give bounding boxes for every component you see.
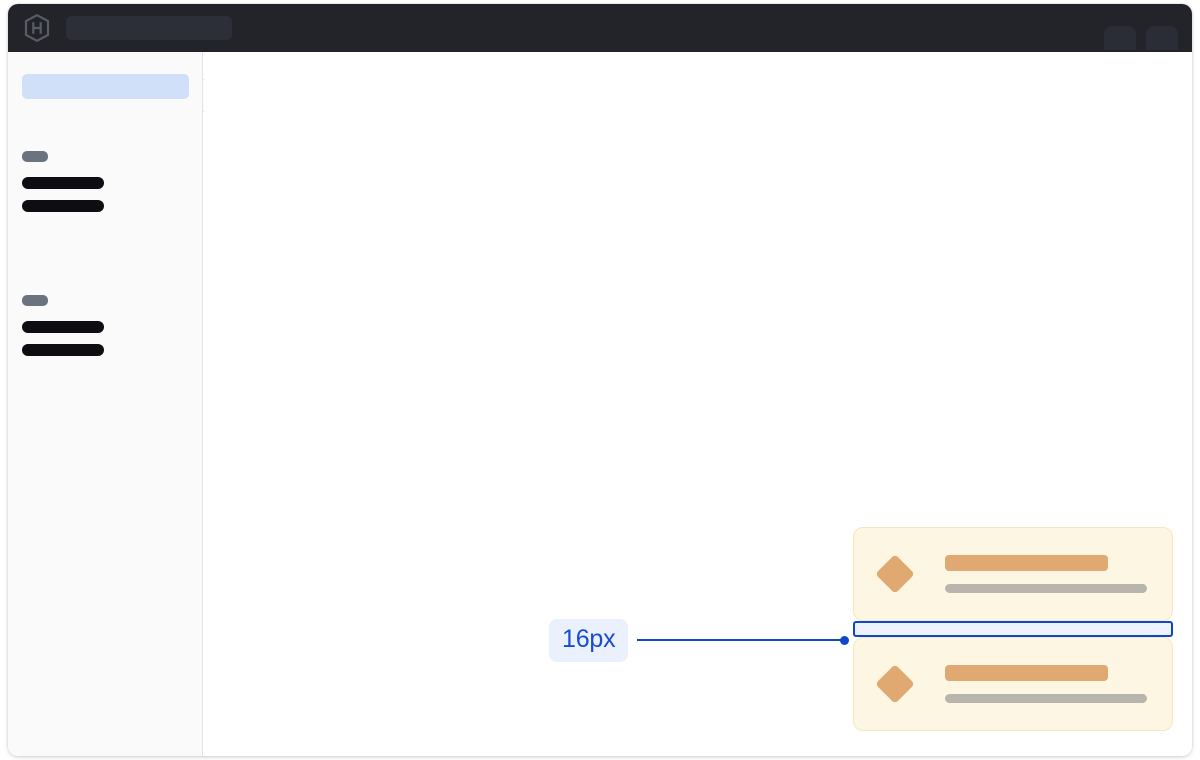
measurement-annotation: 16px: [549, 618, 850, 662]
card-text-block: [945, 665, 1150, 703]
top-action-placeholder-2-icon[interactable]: [1146, 26, 1178, 50]
card-primary-label: [945, 555, 1108, 571]
list-item[interactable]: [853, 527, 1173, 621]
card-stack: [853, 527, 1173, 731]
card-primary-label: [945, 665, 1108, 681]
topbar-actions: [1104, 4, 1178, 52]
spacing-gap-highlight: [853, 621, 1173, 637]
list-item[interactable]: [853, 637, 1173, 731]
measurement-endpoint-dot: [840, 635, 850, 645]
sidebar-search-input[interactable]: [22, 74, 189, 99]
sidebar-group-1-label: [22, 151, 48, 162]
sidebar-group-1: [22, 151, 104, 212]
card-secondary-label: [945, 694, 1147, 703]
body-area: 16px: [8, 52, 1192, 756]
top-bar: [8, 4, 1192, 52]
top-action-placeholder-1-icon[interactable]: [1104, 26, 1136, 50]
measurement-leader-line: [637, 639, 842, 641]
measurement-value-badge: 16px: [549, 618, 629, 662]
sidebar-item-1-2[interactable]: [22, 200, 104, 212]
sidebar-item-2-1[interactable]: [22, 321, 104, 333]
diamond-icon: [875, 664, 915, 704]
main-canvas: 16px: [204, 52, 1192, 756]
sidebar-item-1-1[interactable]: [22, 177, 104, 189]
hexagon-h-logo-icon[interactable]: [24, 14, 50, 42]
sidebar: [8, 52, 203, 756]
card-secondary-label: [945, 584, 1147, 593]
card-text-block: [945, 555, 1150, 593]
global-search-input[interactable]: [66, 16, 232, 40]
sidebar-group-2-label: [22, 295, 48, 306]
app-window: 16px: [8, 4, 1192, 756]
sidebar-group-2: [22, 295, 104, 356]
sidebar-item-2-2[interactable]: [22, 344, 104, 356]
diamond-icon: [875, 554, 915, 594]
